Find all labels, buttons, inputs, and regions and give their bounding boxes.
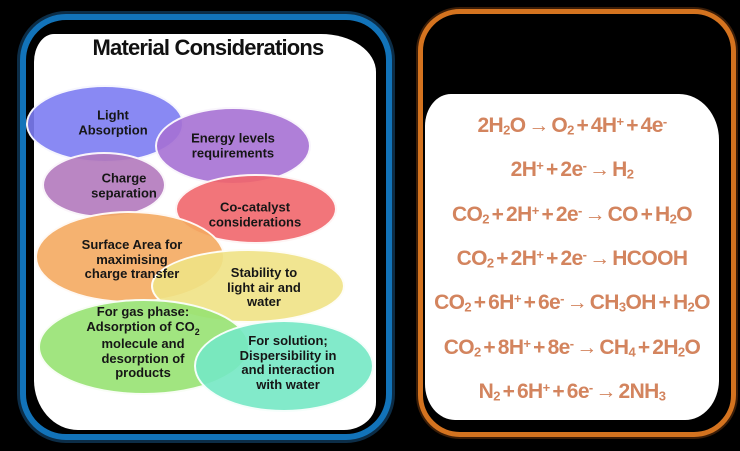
ellipse-solution [194,320,374,412]
equation-co2-to-ch4: CO2 + 8H+ + 8e- → CH4 + 2H2O [443,335,701,359]
reactions-panel: 2H2O → O2 + 4H+ + 4e- 2H+ + 2e- → H2 CO2… [418,9,736,437]
equation-list: 2H2O → O2 + 4H+ + 4e- 2H+ + 2e- → H2 CO2… [425,94,719,420]
panel-title: Material Considerations [92,35,325,60]
equation-co2-to-co: CO2 + 2H+ + 2e- → CO + H2O [451,202,693,226]
equation-hydrogen-evolution: 2H+ + 2e- → H2 [510,158,634,182]
equation-water-oxidation: 2H2O → O2 + 4H+ + 4e- [477,114,667,138]
ellipse-charge-separation [42,152,166,218]
equation-co2-to-ch3oh: CO2 + 6H+ + 6e- → CH3OH + H2O [434,291,710,315]
equation-co2-to-hcooh: CO2 + 2H+ + 2e- → HCOOH [456,246,688,271]
equation-n2-to-nh3: N2 + 6H+ + 6e- → 2NH3 [478,379,666,404]
